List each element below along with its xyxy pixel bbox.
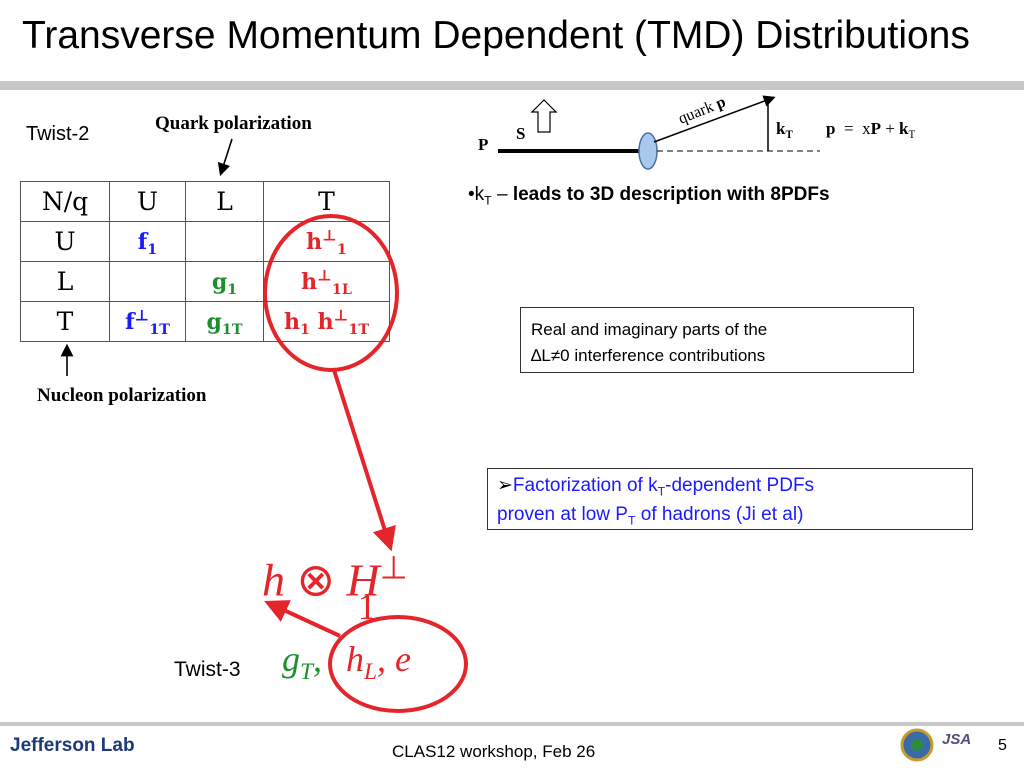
cell-f1: f1 (109, 221, 186, 262)
cell-h1perp: h⊥1 (263, 221, 390, 262)
down-red-arrow (332, 369, 396, 552)
kt-label: kT (776, 119, 793, 141)
interference-info-box: Real and imaginary parts of the ∆L≠0 int… (520, 307, 914, 373)
jsa-logo: JSA (942, 731, 972, 748)
quark-polarization-label: Quark polarization (155, 113, 312, 134)
cell-empty-ul (185, 221, 264, 262)
twist2-label: Twist-2 (26, 123, 90, 145)
cell-g1: g1 (185, 261, 264, 302)
header-l: L (185, 181, 264, 222)
slide-title: Transverse Momentum Dependent (TMD) Dist… (22, 14, 970, 57)
kt-bullet: •kT – leads to 3D description with 8PDFs (468, 184, 830, 208)
factorization-line-2: proven at low PT of hadrons (Ji et al) (497, 504, 804, 528)
header-u: U (109, 181, 186, 222)
convolution-formula: h ⊗ H⊥1 (262, 549, 408, 627)
proton-label: P (478, 135, 489, 154)
twist3-hl-e: hL, e (346, 639, 411, 686)
spin-label: S (516, 124, 526, 143)
arrow-bullet-icon: ➢ (497, 475, 513, 496)
twist3-gt: gT, (282, 639, 323, 686)
row-label-l: L (20, 261, 110, 302)
factorization-box: ➢Factorization of kT-dependent PDFs prov… (487, 468, 973, 530)
info-line-2: ∆L≠0 interference contributions (531, 346, 766, 365)
header-t: T (263, 181, 390, 222)
info-line-1: Real and imaginary parts of the (531, 320, 768, 339)
header-nq: N/q (20, 181, 110, 222)
title-divider (0, 81, 1024, 90)
cell-empty-lu (109, 261, 186, 302)
cell-h1l: h⊥1L (263, 261, 390, 302)
kinematics-diagram (498, 95, 820, 170)
spin-arrow (530, 99, 558, 133)
footer-divider (0, 722, 1024, 726)
tmd-table: N/q U L T U f1 h⊥1 L g1 h⊥1L T f⊥1T g1T … (20, 181, 390, 342)
row-label-t: T (20, 301, 110, 342)
twist3-highlight-circle (328, 615, 468, 713)
nucleon-polarization-label: Nucleon polarization (37, 385, 207, 406)
factorization-line-1: ➢Factorization of kT-dependent PDFs (497, 475, 815, 499)
quark-pol-arrow (217, 138, 233, 177)
row-label-u: U (20, 221, 110, 262)
cell-f1t: f⊥1T (109, 301, 186, 342)
cell-h1-h1t: h1 h⊥1T (263, 301, 390, 342)
quark-momentum-arrow (653, 95, 776, 143)
footer-center-text: CLAS12 workshop, Feb 26 (392, 742, 596, 761)
jefferson-lab-logo: Jefferson Lab (10, 735, 135, 756)
momentum-equation: p = xP + kT (826, 119, 916, 141)
cell-g1t: g1T (185, 301, 264, 342)
twist3-label: Twist-3 (174, 658, 241, 681)
left-red-arrow (264, 600, 341, 638)
page-number: 5 (998, 737, 1007, 754)
doe-seal-icon (900, 728, 934, 762)
quark-blob (638, 132, 658, 170)
